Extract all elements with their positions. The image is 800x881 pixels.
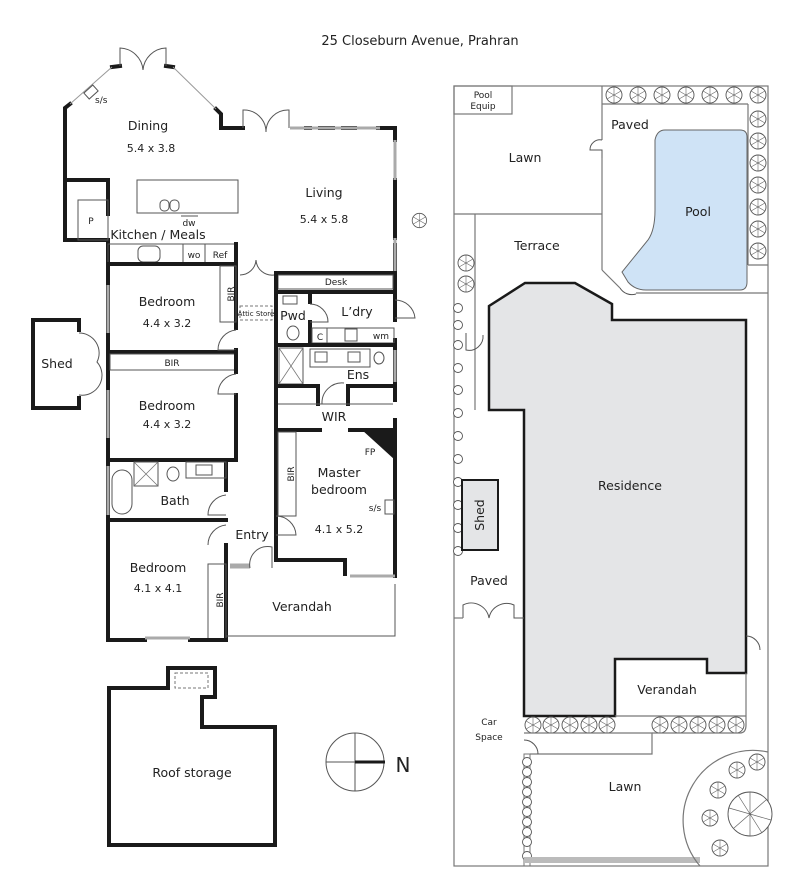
svg-text:s/s: s/s [95, 96, 108, 106]
svg-text:BIR: BIR [164, 359, 179, 369]
svg-text:Verandah: Verandah [637, 682, 697, 697]
svg-text:wo: wo [188, 251, 201, 261]
svg-text:Living: Living [305, 185, 342, 200]
compass-north-label: N [396, 753, 411, 777]
svg-text:Bedroom: Bedroom [130, 560, 187, 575]
svg-text:Equip: Equip [470, 102, 496, 112]
svg-text:Space: Space [475, 733, 503, 743]
svg-text:Lawn: Lawn [609, 779, 642, 794]
svg-text:Paved: Paved [470, 573, 508, 588]
svg-text:P: P [88, 217, 94, 227]
compass: N [325, 732, 411, 792]
svg-text:FP: FP [365, 448, 376, 458]
roof-plan: Roof storage [107, 666, 277, 847]
page-title: 25 Closeburn Avenue, Prahran [321, 34, 518, 49]
svg-text:Master: Master [318, 465, 362, 480]
svg-text:4.4 x 3.2: 4.4 x 3.2 [143, 317, 192, 330]
svg-text:Terrace: Terrace [513, 238, 560, 253]
lower-hedge [524, 716, 745, 734]
svg-text:WIR: WIR [322, 409, 347, 424]
svg-text:Shed: Shed [472, 499, 487, 530]
site-plan: Pool Equip Lawn Paved Pool Terrace [411, 85, 773, 867]
svg-text:Kitchen / Meals: Kitchen / Meals [110, 227, 205, 242]
svg-text:Pool: Pool [685, 204, 711, 219]
svg-text:4.4 x 3.2: 4.4 x 3.2 [143, 418, 192, 431]
residence-footprint [487, 281, 748, 718]
svg-text:Entry: Entry [235, 527, 269, 542]
svg-text:Attic Store: Attic Store [238, 310, 275, 318]
svg-text:BIR: BIR [227, 286, 237, 301]
roof-storage-label: Roof storage [152, 765, 232, 780]
svg-text:Dining: Dining [128, 118, 168, 133]
svg-text:Verandah: Verandah [272, 599, 332, 614]
svg-text:Residence: Residence [598, 478, 662, 493]
svg-text:wm: wm [373, 332, 389, 342]
svg-text:dw: dw [182, 219, 195, 229]
svg-text:Car: Car [481, 718, 497, 728]
bottom-bushes [522, 757, 532, 861]
svg-text:bedroom: bedroom [311, 482, 367, 497]
svg-text:Paved: Paved [611, 117, 649, 132]
svg-text:Ens: Ens [347, 367, 369, 382]
svg-text:Bath: Bath [160, 493, 189, 508]
svg-text:Shed: Shed [41, 356, 72, 371]
svg-text:5.4 x 5.8: 5.4 x 5.8 [300, 213, 349, 226]
svg-text:C: C [317, 333, 323, 343]
svg-text:5.4 x 3.8: 5.4 x 3.8 [127, 142, 176, 155]
svg-text:Lawn: Lawn [509, 150, 542, 165]
svg-text:Bedroom: Bedroom [139, 398, 196, 413]
svg-text:Bedroom: Bedroom [139, 294, 196, 309]
svg-text:4.1 x 4.1: 4.1 x 4.1 [134, 582, 183, 595]
svg-text:Pool: Pool [474, 91, 493, 101]
svg-text:s/s: s/s [369, 504, 382, 514]
floor-plan: s/s P dw wo Ref Dining 5.4 x 3.8 Living [31, 47, 416, 642]
svg-text:BIR: BIR [287, 466, 297, 481]
svg-text:4.1 x 5.2: 4.1 x 5.2 [315, 523, 364, 536]
tree-cluster [701, 753, 773, 857]
svg-text:Ref: Ref [213, 251, 228, 261]
svg-text:L’dry: L’dry [341, 304, 373, 319]
svg-text:BIR: BIR [216, 592, 226, 607]
svg-text:Pwd: Pwd [280, 308, 306, 323]
svg-text:Desk: Desk [325, 278, 348, 288]
